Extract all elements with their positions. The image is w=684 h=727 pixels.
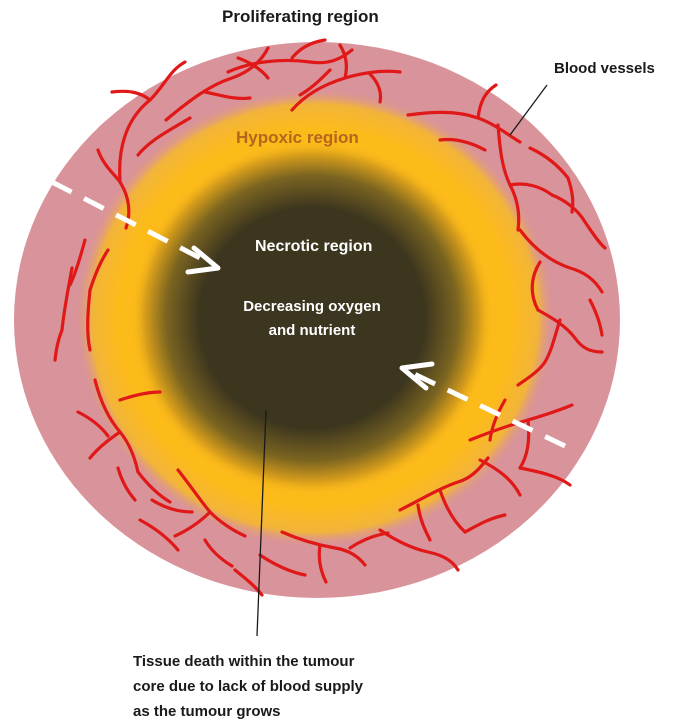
- label-tissue-line-3: as the tumour grows: [133, 699, 493, 724]
- label-tissue-death: Tissue death within the tumour core due …: [133, 649, 493, 724]
- label-hypoxic-region: Hypoxic region: [236, 128, 359, 148]
- label-proliferating-region: Proliferating region: [222, 7, 379, 27]
- label-decreasing-line-1: Decreasing oxygen: [236, 295, 388, 319]
- label-blood-vessels: Blood vessels: [554, 60, 655, 77]
- label-tissue-line-2: core due to lack of blood supply: [133, 674, 493, 699]
- label-tissue-line-1: Tissue death within the tumour: [133, 649, 493, 674]
- label-necrotic-region: Necrotic region: [255, 238, 372, 256]
- label-decreasing-oxygen: Decreasing oxygen and nutrient: [236, 295, 388, 343]
- label-decreasing-line-2: and nutrient: [236, 319, 388, 343]
